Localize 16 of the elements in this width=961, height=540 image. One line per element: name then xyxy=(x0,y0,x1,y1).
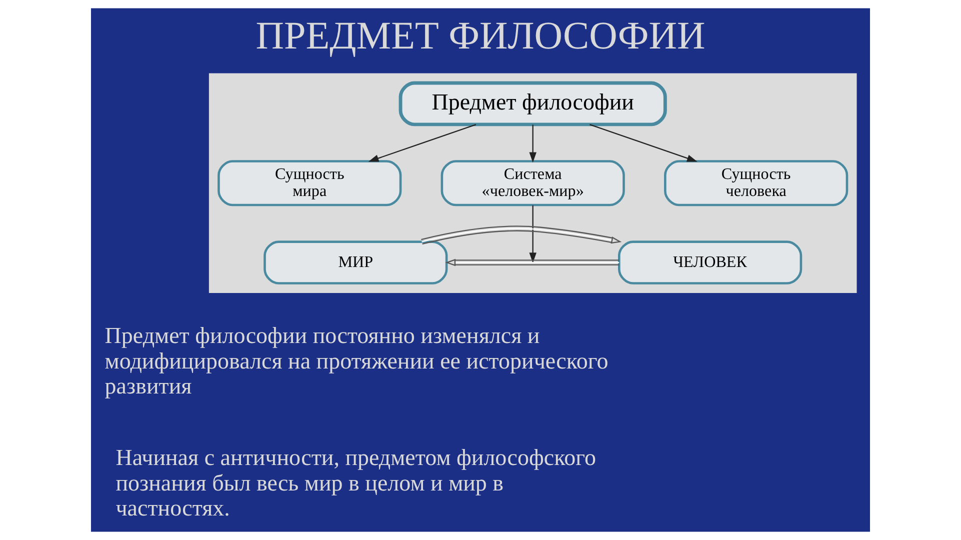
node-box: Сущность мира xyxy=(218,160,402,206)
node-box: Предмет философии xyxy=(398,81,667,126)
arrow xyxy=(590,124,698,162)
node-box: МИР xyxy=(264,240,448,284)
label: Предмет философии постоянно изменялся и модифицировался на протяжении ее исторического развития xyxy=(104,322,608,399)
label: Начиная с античности, предметом философского познания был весь мир в целом и мир в частностях. xyxy=(116,444,596,521)
node-box: Система «человек-мир» xyxy=(440,160,625,206)
arrow xyxy=(529,205,536,264)
node-box: Сущность человека xyxy=(664,160,848,206)
arrow xyxy=(421,226,622,245)
diagram-title: ПРЕДМЕТ ФИЛОСОФИИ xyxy=(256,14,706,58)
arrow xyxy=(529,124,536,163)
cluster xyxy=(208,73,857,294)
node-box: ЧЕЛОВЕК xyxy=(618,240,802,284)
arrow xyxy=(445,258,620,266)
arrow xyxy=(368,124,476,162)
